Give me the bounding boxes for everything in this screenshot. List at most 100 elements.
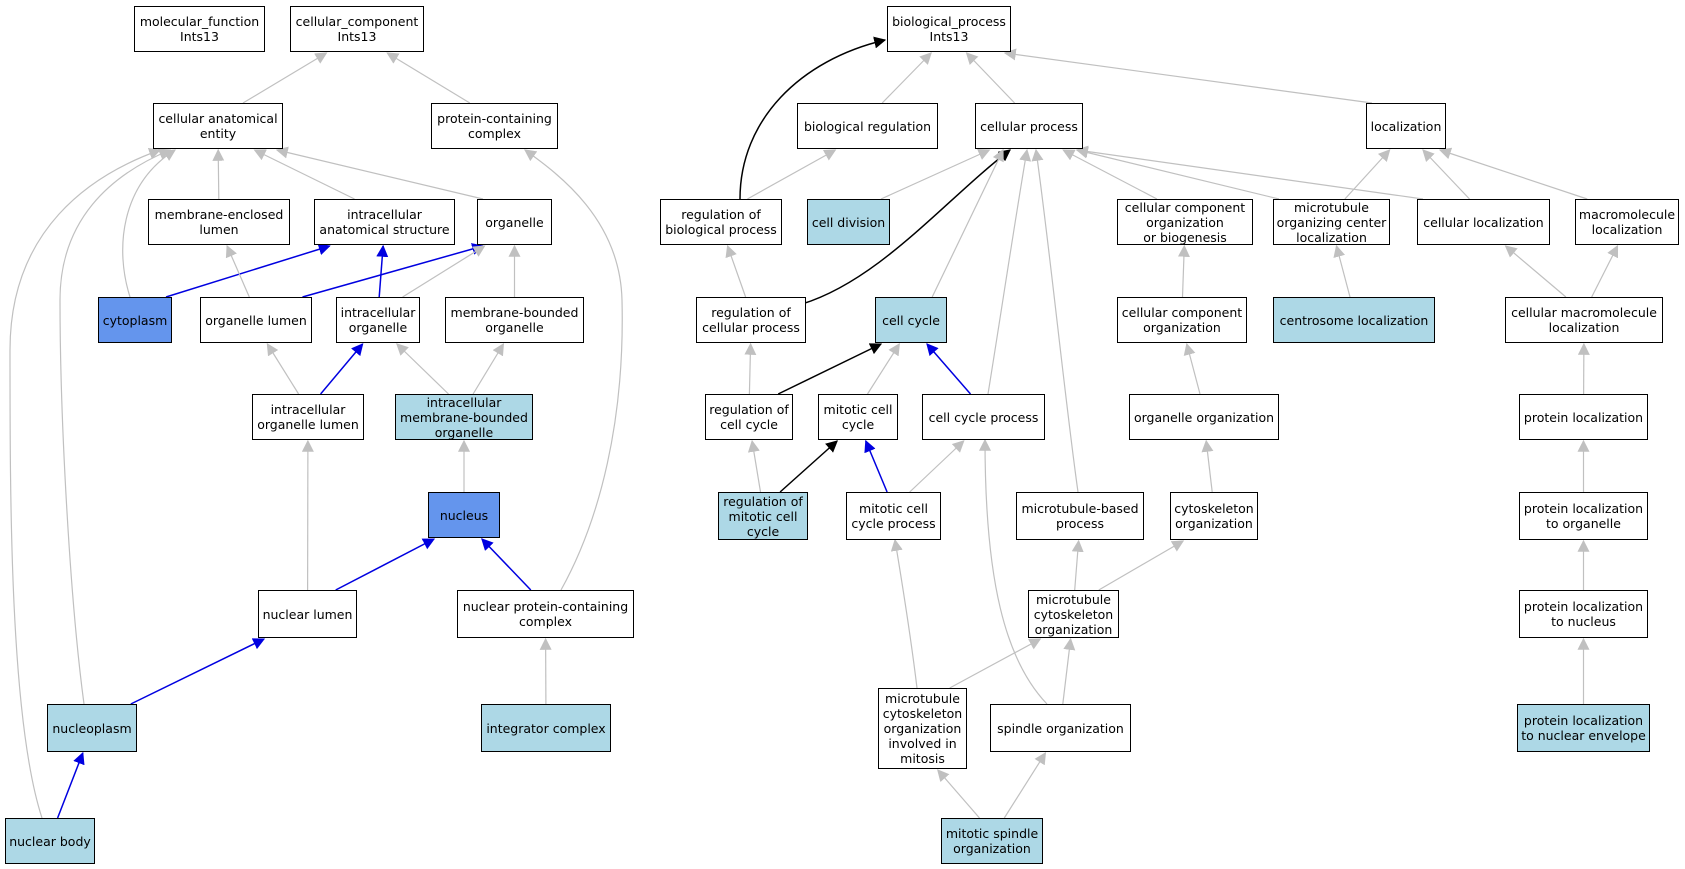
go-term-mocl: microtubule organizing center localizati… bbox=[1273, 199, 1390, 245]
go-term-label: cytoplasm bbox=[102, 312, 168, 328]
go-term-spo: spindle organization bbox=[990, 704, 1131, 752]
edge-is-a-mocl-to-cproc bbox=[1075, 146, 1280, 200]
edge-is-a-cml-to-mloc bbox=[1591, 244, 1619, 298]
edge-is-a-cloc-to-loc bbox=[1422, 149, 1470, 200]
edge-is-a-spo-to-mcsko bbox=[1062, 637, 1076, 705]
go-term-label: cellular macromolecule localization bbox=[1511, 305, 1657, 335]
edge-is-a-ias-to-cae bbox=[253, 149, 355, 200]
go-term-label: organelle lumen bbox=[205, 312, 307, 328]
edge-is-a-mtbp-to-cproc bbox=[1031, 148, 1079, 493]
go-term-label: nuclear protein-containing complex bbox=[462, 599, 629, 629]
go-term-label: cellular process bbox=[980, 118, 1078, 134]
go-term-label: regulation of cellular process bbox=[702, 305, 800, 335]
go-term-label: nuclear lumen bbox=[262, 606, 353, 622]
edge-is-a-breg-to-bp bbox=[881, 52, 932, 104]
go-term-intc: integrator complex bbox=[481, 704, 611, 752]
go-term-label: integrator complex bbox=[486, 720, 606, 736]
go-term-ccyc: cell cycle bbox=[875, 297, 947, 343]
go-term-label: microtubule organizing center localizati… bbox=[1276, 199, 1387, 245]
edge-is-a-mcc-to-ccyc bbox=[866, 342, 900, 395]
edge-is-a-pcc-to-cc bbox=[386, 52, 471, 104]
go-term-label: cell division bbox=[811, 214, 886, 230]
go-term-rmcc: regulation of mitotic cell cycle bbox=[718, 492, 808, 540]
go-term-label: regulation of mitotic cell cycle bbox=[723, 493, 803, 539]
go-term-label: regulation of cell cycle bbox=[709, 402, 789, 432]
edge-is-a-iol-to-olum bbox=[266, 342, 300, 395]
go-term-label: protein localization bbox=[1523, 409, 1644, 425]
edge-is-a-csl-to-mocl bbox=[1333, 244, 1351, 298]
edge-part-of-olum-to-org bbox=[302, 243, 485, 298]
go-term-label: cellular component organization or bioge… bbox=[1124, 199, 1246, 245]
edge-is-a-mloc-to-loc bbox=[1438, 147, 1588, 200]
edge-is-a-cproc-to-bp bbox=[965, 52, 1016, 104]
go-term-breg: biological regulation bbox=[797, 103, 938, 149]
go-term-npcc: nuclear protein-containing complex bbox=[457, 590, 634, 638]
go-term-label: membrane-bounded organelle bbox=[450, 305, 579, 335]
edge-layer bbox=[9, 36, 1619, 819]
edge-is-a-rcc-to-rcp bbox=[744, 342, 757, 395]
go-term-label: intracellular organelle lumen bbox=[257, 402, 359, 432]
go-term-label: organelle bbox=[485, 214, 544, 230]
edge-part-of-iorg-to-ias bbox=[376, 244, 389, 298]
go-term-label: nucleoplasm bbox=[52, 720, 132, 736]
go-term-label: mitotic spindle organization bbox=[945, 826, 1039, 856]
edge-is-a-imbo-to-mbo bbox=[472, 342, 505, 395]
go-term-label: protein localization to nuclear envelope bbox=[1521, 713, 1646, 743]
go-term-mel: membrane-enclosed lumen bbox=[148, 199, 290, 245]
go-term-oorg: organelle organization bbox=[1129, 394, 1279, 440]
edge-is-a-iorg-to-org bbox=[402, 245, 486, 298]
go-term-org: organelle bbox=[477, 199, 552, 245]
edge-regulates-rcc-to-ccyc bbox=[777, 343, 883, 395]
go-term-rcc: regulation of cell cycle bbox=[705, 394, 793, 440]
edge-is-a-cml-to-cloc bbox=[1504, 245, 1567, 298]
go-term-ccp: cell cycle process bbox=[922, 394, 1045, 440]
go-term-loc: localization bbox=[1366, 103, 1446, 149]
go-term-ccob: cellular component organization or bioge… bbox=[1117, 199, 1253, 245]
edge-is-a-mspo-to-spo bbox=[1003, 751, 1047, 819]
go-term-label: regulation of biological process bbox=[665, 207, 777, 237]
edge-part-of-nplasm-to-nlum bbox=[130, 638, 266, 705]
edge-is-a-npcc-to-pcc bbox=[524, 149, 623, 591]
edge-is-a-ccp-to-cproc bbox=[987, 148, 1032, 395]
go-term-iorg: intracellular organelle bbox=[336, 297, 420, 343]
edge-part-of-npcc-to-nuc bbox=[481, 538, 532, 591]
edge-is-a-mccp-to-ccp bbox=[909, 440, 965, 493]
edge-part-of-mccp-to-mcc bbox=[864, 439, 888, 493]
go-term-mbo: membrane-bounded organelle bbox=[445, 297, 584, 343]
go-term-nlum: nuclear lumen bbox=[258, 590, 357, 638]
go-term-olum: organelle lumen bbox=[200, 297, 312, 343]
go-term-label: mitotic cell cycle bbox=[823, 402, 893, 432]
edge-part-of-iol-to-iorg bbox=[320, 343, 364, 395]
edge-is-a-org-to-cae bbox=[275, 146, 484, 200]
go-term-ias: intracellular anatomical structure bbox=[314, 199, 455, 245]
go-term-csko: cytoskeleton organization bbox=[1170, 492, 1258, 540]
go-term-pcc: protein-containing complex bbox=[431, 103, 558, 149]
edge-is-a-imbo-to-iorg bbox=[396, 343, 449, 395]
edge-is-a-cyto-to-cae bbox=[122, 149, 177, 298]
go-term-cml: cellular macromolecule localization bbox=[1505, 297, 1663, 343]
edge-is-a-cdiv-to-cproc bbox=[880, 148, 991, 200]
edge-is-a-ccob-to-cproc bbox=[1062, 149, 1158, 200]
go-term-label: cellular component organization bbox=[1121, 305, 1243, 335]
edge-is-a-nbody-to-cae bbox=[9, 147, 162, 819]
go-term-pln: protein localization to nucleus bbox=[1519, 590, 1648, 638]
edge-is-a-csko-to-oorg bbox=[1201, 439, 1214, 493]
go-term-label: protein localization to nucleus bbox=[1523, 599, 1644, 629]
go-term-bp: biological_process Ints13 bbox=[887, 6, 1011, 52]
edge-part-of-ccp-to-ccyc bbox=[926, 343, 972, 395]
edge-is-a-mcsko-to-csko bbox=[1098, 540, 1185, 591]
go-term-mccp: mitotic cell cycle process bbox=[846, 492, 941, 540]
go-term-mcskm: microtubule cytoskeleton organization in… bbox=[878, 688, 967, 769]
go-term-label: protein localization to organelle bbox=[1523, 501, 1644, 531]
go-term-label: intracellular membrane-bounded organelle bbox=[400, 394, 528, 440]
edge-regulates-rbp-to-bp bbox=[739, 36, 887, 200]
go-term-plo: protein localization to organelle bbox=[1519, 492, 1648, 540]
go-term-label: intracellular anatomical structure bbox=[319, 207, 450, 237]
edge-is-a-cae-to-cc bbox=[242, 52, 328, 104]
go-term-ploc: protein localization bbox=[1519, 394, 1648, 440]
go-term-label: mitotic cell cycle process bbox=[851, 501, 936, 531]
edge-is-a-rcp-to-rbp bbox=[725, 244, 747, 298]
edge-is-a-cloc-to-cproc bbox=[1075, 145, 1424, 200]
go-term-label: nuclear body bbox=[9, 833, 91, 849]
